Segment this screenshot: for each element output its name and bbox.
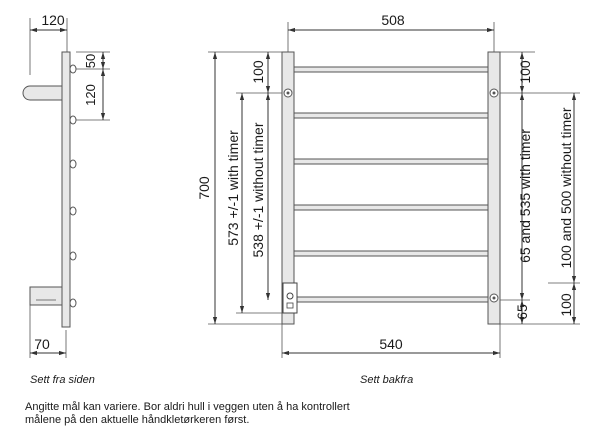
back-bottom-width-label: 540 [379,336,403,352]
back-right-bottom-100-label: 100 [558,293,574,317]
back-right-top-offset-label: 100 [517,60,533,84]
back-right-bottom-65-label: 65 [514,304,530,320]
side-depth-label: 70 [34,336,50,352]
note-line-2: målene på den aktuelle håndkletørkeren f… [25,414,250,426]
back-view-caption: Sett bakfra [360,374,413,386]
back-right-upright [487,51,501,325]
back-top-width-label: 508 [381,12,405,28]
back-height-timer-label: 573 +/-1 with timer [225,130,241,246]
timer-unit [282,282,298,314]
side-bracket-top [22,85,63,101]
side-view-caption: Sett fra siden [30,374,95,386]
disclaimer-note: Angitte mål kan variere. Bor aldri hull … [25,401,585,427]
side-spacing-label: 120 [83,84,98,106]
note-line-1: Angitte mål kan variere. Bor aldri hull … [25,401,350,413]
back-left-top-offset-label: 100 [250,60,266,84]
back-view: 508 700 [196,12,580,386]
side-offset-label: 50 [83,54,98,68]
back-total-height-label: 700 [196,176,212,200]
back-height-no-timer-label: 538 +/-1 without timer [250,122,266,257]
back-mounting-points [283,88,499,303]
side-view: 120 50 120 70 Sett fra siden [22,12,110,386]
side-rail [61,51,71,328]
side-bracket-bottom [29,286,63,306]
back-right-without-timer-label: 100 and 500 without timer [558,107,574,268]
side-pegs [69,64,77,308]
back-right-with-timer-label: 65 and 535 with timer [517,129,533,263]
back-left-upright [281,51,295,325]
side-width-label: 120 [41,12,65,28]
back-crossbars [293,66,489,303]
